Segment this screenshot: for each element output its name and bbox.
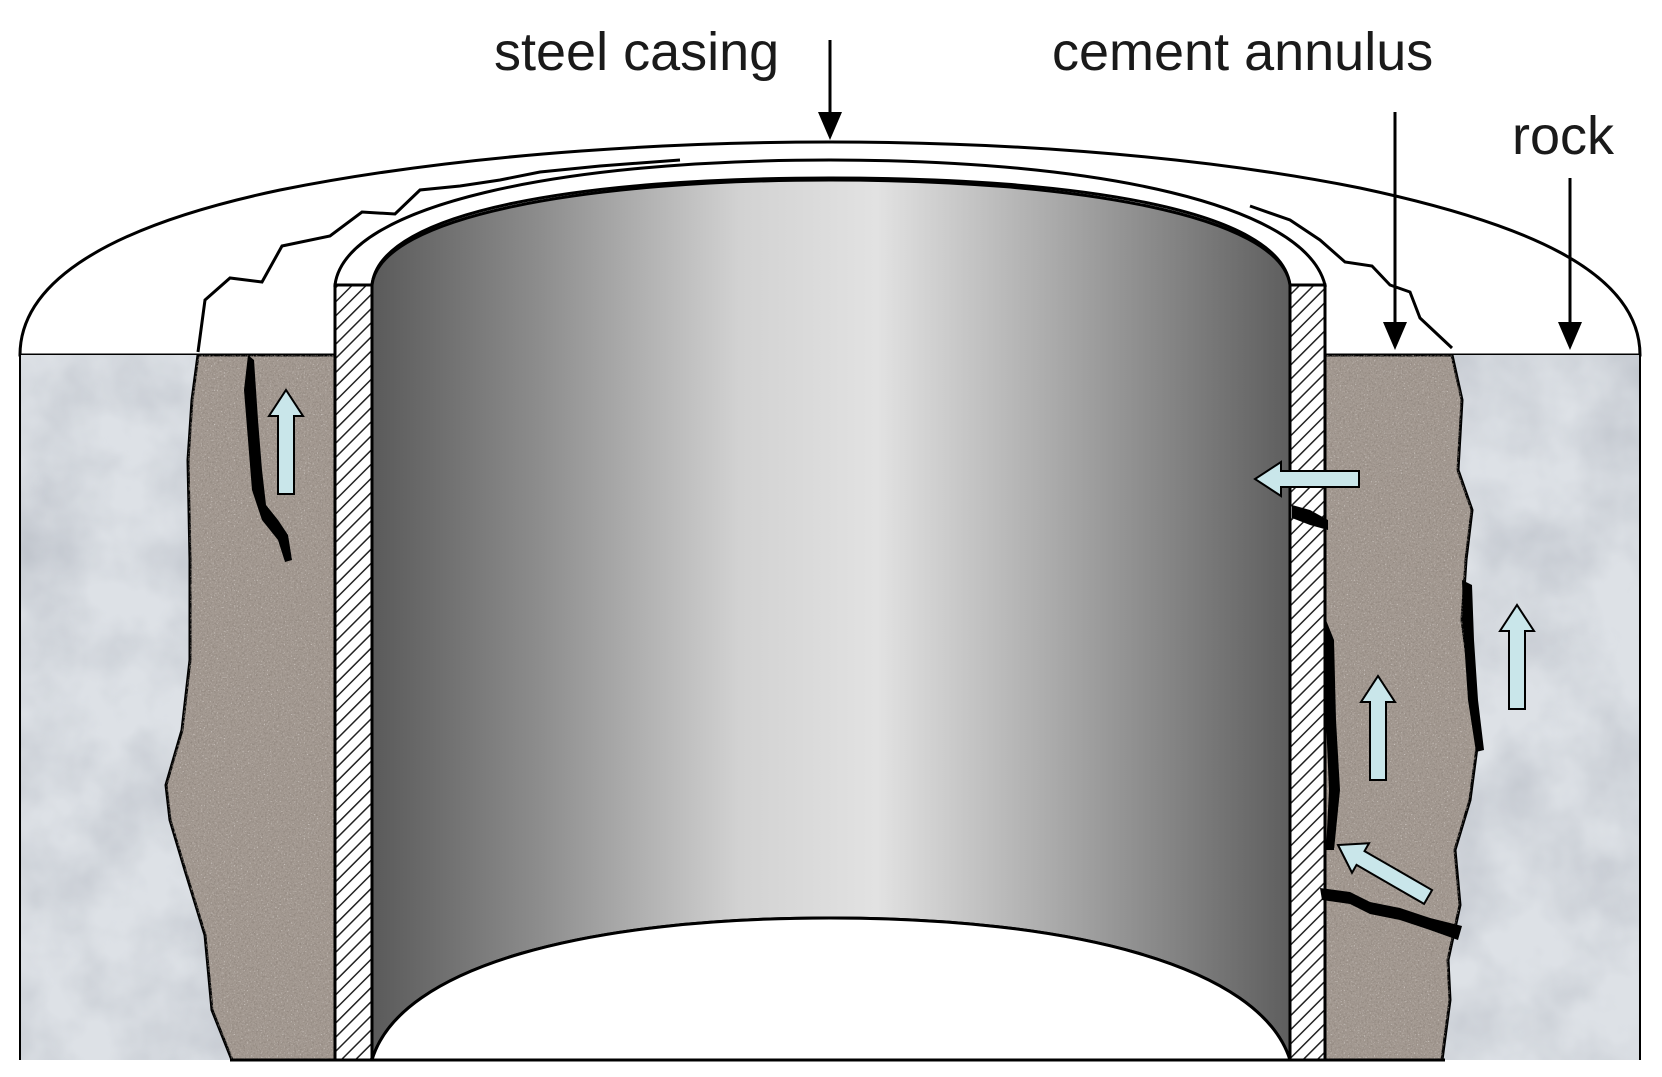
- pointer-rock: [1558, 178, 1582, 350]
- casing-wall-right: [1288, 283, 1327, 1062]
- flow-arrow-right-up-1: [1359, 674, 1397, 781]
- crack-right-casing-cement: [1292, 505, 1328, 530]
- pointer-steel-casing: [818, 40, 842, 140]
- pointer-cement-annulus: [1383, 112, 1407, 350]
- casing-wall-left: [333, 283, 374, 1062]
- crack-left-cement: [244, 355, 292, 562]
- casing-bottom-opening: [369, 916, 1293, 1062]
- cement-top-left-outline: [196, 158, 681, 353]
- label-steel-casing: steel casing: [494, 22, 779, 82]
- crack-right-rock-interface: [1462, 580, 1484, 752]
- flow-arrow-left-up: [267, 388, 305, 495]
- microannulus-right: [1324, 620, 1340, 850]
- flow-arrow-right-diagonal: [1336, 842, 1434, 906]
- cement-annulus-right: [1323, 353, 1480, 1062]
- flow-arrow-right-up-2: [1498, 603, 1536, 710]
- cement-top-right-outline: [1249, 204, 1454, 350]
- label-cement-annulus: cement annulus: [1052, 22, 1433, 82]
- label-rock: rock: [1512, 106, 1615, 166]
- crack-right-cement-rock: [1320, 888, 1462, 940]
- flow-arrow-right-left: [1253, 460, 1360, 498]
- cement-annulus-left: [164, 353, 337, 1062]
